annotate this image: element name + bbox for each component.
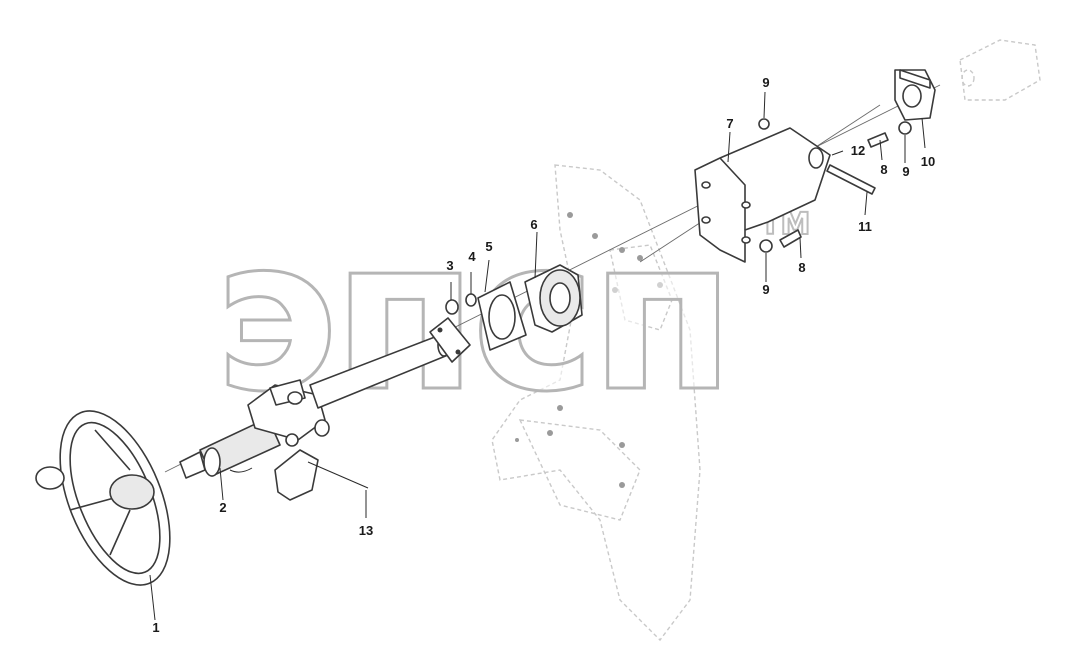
callout-12: 12 [851, 143, 865, 158]
steering-unit-ghost [959, 39, 1041, 101]
top-mount-plate-part-10 [894, 69, 936, 121]
callout-5: 5 [485, 239, 492, 254]
callout-1: 1 [152, 620, 159, 635]
gasket-part-5 [477, 281, 527, 351]
shaft-flange [429, 317, 471, 363]
column-housing-bracket [247, 379, 330, 501]
washer-part-9-lower [759, 239, 773, 253]
tilt-lever [274, 449, 319, 501]
callout-2: 2 [219, 500, 226, 515]
callout-13: 13 [359, 523, 373, 538]
callout-8-upper: 8 [880, 162, 887, 177]
callout-9-right: 9 [902, 164, 909, 179]
callout-11: 11 [858, 219, 872, 234]
callouts: 1 2 3 4 5 6 7 8 8 9 9 9 10 11 12 13 [152, 75, 935, 635]
callout-10: 10 [921, 154, 935, 169]
callout-3: 3 [446, 258, 453, 273]
callout-7: 7 [726, 116, 733, 131]
column-lower-assembly [179, 417, 281, 479]
rod-part-13 [307, 461, 369, 489]
spinner-knob [35, 466, 65, 490]
leader-lines [149, 91, 926, 621]
steering-wheel [35, 410, 171, 586]
nut-part-3 [445, 299, 459, 315]
watermark-text: эпсп [214, 193, 729, 438]
washer-part-9-top [758, 118, 770, 130]
support-bracket-part-7 [694, 127, 831, 263]
callout-6: 6 [530, 217, 537, 232]
washer-part-9-right [898, 121, 912, 135]
bolt-part-8-upper [867, 132, 889, 148]
long-bolt-part-11 [826, 164, 876, 195]
washer-part-4 [465, 293, 477, 307]
callout-8-lower: 8 [798, 260, 805, 275]
callout-9-top: 9 [762, 75, 769, 90]
mount-cover-part-6 [524, 264, 583, 333]
callout-9-lower: 9 [762, 282, 769, 297]
bolt-part-8-lower [779, 229, 802, 248]
watermark: эпсп TM [213, 192, 812, 440]
callout-4: 4 [468, 249, 476, 264]
cab-panel-outline [491, 164, 701, 642]
